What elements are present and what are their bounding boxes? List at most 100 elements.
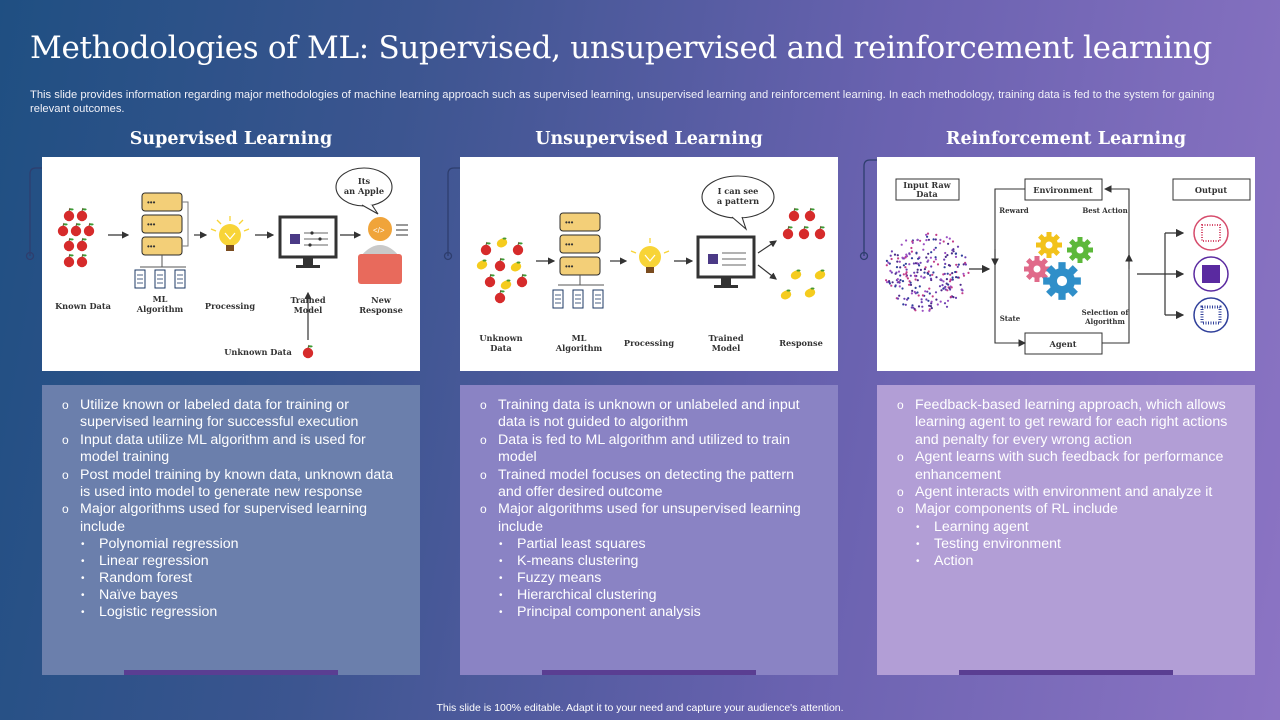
sub-bullet-item: Learning agent <box>915 519 1237 536</box>
sub-bullet-item: K-means clustering <box>498 553 820 570</box>
sub-bullet-item: Linear regression <box>80 553 402 570</box>
heading-supervised: Supervised Learning <box>129 129 333 149</box>
label-algorithm: Algorithm <box>555 343 603 353</box>
unsupervised-diagram: ••• <box>460 157 838 371</box>
bullet-item: Post model training by known data, unkno… <box>62 467 402 502</box>
bullet-item: Agent learns with such feedback for perf… <box>897 449 1237 484</box>
bullet-text: Major components of RL include <box>915 501 1118 518</box>
trained-model-monitor-icon <box>696 235 756 288</box>
bullet-item: Input data utilize ML algorithm and is u… <box>62 432 402 467</box>
unsupervised-bullets: Training data is unknown or unlabeled an… <box>480 397 820 621</box>
bubble-text-2: a pattern <box>717 196 759 206</box>
label-unknown-data: Unknown Data <box>224 347 292 357</box>
label-processing: Processing <box>205 301 255 311</box>
bubble-text-1: Its <box>358 176 371 186</box>
output-blue-icon <box>1193 297 1229 333</box>
output-pink-icon <box>1193 215 1229 251</box>
label-processing: Processing <box>624 338 674 348</box>
bullet-item: Utilize known or labeled data for traini… <box>62 397 402 432</box>
sub-bullet-item: Logistic regression <box>80 604 402 621</box>
slide-title: Methodologies of ML: Supervised, unsuper… <box>30 30 1212 66</box>
label-response: Response <box>779 338 823 348</box>
sub-bullet-list: Learning agentTesting environmentAction <box>915 519 1237 570</box>
mixed-fruit-icon <box>475 236 528 304</box>
known-data-apples-icon <box>57 207 95 268</box>
connector-line-3 <box>859 159 886 261</box>
sub-bullet-item: Hierarchical clustering <box>498 587 820 604</box>
bullet-text: Trained model focuses on detecting the p… <box>498 466 795 501</box>
bubble-text-2: an Apple <box>344 186 384 196</box>
label-new: New <box>371 295 392 305</box>
label-output: Output <box>1195 185 1228 195</box>
sub-bullet-item: Naïve bayes <box>80 587 402 604</box>
ml-algorithm-server-icon <box>134 192 189 289</box>
heading-unsupervised: Unsupervised Learning <box>535 129 763 149</box>
bubble-text-1: I can see <box>718 186 759 196</box>
speech-bubble-icon: I can see a pattern <box>701 175 775 231</box>
reinforcement-bullets: Feedback-based learning approach, which … <box>897 397 1237 570</box>
gears-icon <box>1024 232 1093 300</box>
bullet-text: Agent learns with such feedback for perf… <box>915 449 1224 483</box>
svg-text:</>: </> <box>373 226 385 235</box>
footer-note: This slide is 100% editable. Adapt it to… <box>436 702 844 714</box>
bullet-text: Post model training by known data, unkno… <box>80 466 394 501</box>
input-raw-data-box <box>895 178 960 201</box>
label-model: Model <box>294 305 323 315</box>
label-reward: Reward <box>999 206 1029 215</box>
label-state: State <box>1000 314 1021 323</box>
supervised-card: Utilize known or labeled data for traini… <box>42 385 420 675</box>
label-input-raw: Input Raw <box>903 180 951 190</box>
slide-subtitle: This slide provides information regardin… <box>30 89 1215 115</box>
label-agent: Agent <box>1048 339 1076 349</box>
label-algorithm: Algorithm <box>1084 317 1125 326</box>
bullet-item: Major algorithms used for unsupervised l… <box>480 501 820 621</box>
bullet-text: Feedback-based learning approach, which … <box>915 397 1228 448</box>
bullet-item: Major algorithms used for supervised lea… <box>62 501 402 621</box>
card-accent-bar <box>124 670 338 675</box>
bullet-text: Major algorithms used for supervised lea… <box>80 501 368 535</box>
unsupervised-card: Training data is unknown or unlabeled an… <box>460 385 838 675</box>
label-selection-of: Selection of <box>1082 308 1130 317</box>
reinforcement-card: Feedback-based learning approach, which … <box>877 385 1255 675</box>
label-data: Data <box>916 189 938 199</box>
sub-bullet-item: Testing environment <box>915 536 1237 553</box>
bullet-item: Training data is unknown or unlabeled an… <box>480 397 820 432</box>
processing-bulb-icon <box>630 238 670 273</box>
card-accent-bar <box>542 670 756 675</box>
response-apples-icon <box>782 207 826 240</box>
bullet-item: Trained model focuses on detecting the p… <box>480 467 820 502</box>
raw-data-dots-icon <box>885 232 970 312</box>
trained-model-monitor-icon <box>278 215 338 270</box>
label-environment: Environment <box>1033 185 1093 195</box>
sub-bullet-list: Partial least squaresK-means clusteringF… <box>498 536 820 621</box>
unknown-apple-icon <box>302 344 314 359</box>
label-trained: Trained <box>290 295 325 305</box>
sub-bullet-list: Polynomial regressionLinear regressionRa… <box>80 536 402 621</box>
label-ml: ML <box>572 333 587 343</box>
new-response-person-icon: </> <box>358 217 408 284</box>
bullet-item: Feedback-based learning approach, which … <box>897 397 1237 449</box>
sub-bullet-item: Principal component analysis <box>498 604 820 621</box>
sub-bullet-item: Action <box>915 553 1237 570</box>
output-purple-icon <box>1193 256 1229 292</box>
bullet-item: Major components of RL includeLearning a… <box>897 501 1237 569</box>
bullet-item: Data is fed to ML algorithm and utilized… <box>480 432 820 467</box>
label-trained: Trained <box>708 333 743 343</box>
label-best-action: Best Action <box>1082 206 1127 215</box>
supervised-bullets: Utilize known or labeled data for traini… <box>62 397 402 621</box>
label-unknown: Unknown <box>479 333 522 343</box>
output-box <box>1172 178 1251 201</box>
sub-bullet-item: Random forest <box>80 570 402 587</box>
bullet-text: Input data utilize ML algorithm and is u… <box>80 431 366 466</box>
response-lemons-icon <box>779 268 827 302</box>
label-data: Data <box>490 343 512 353</box>
card-accent-bar <box>959 670 1173 675</box>
label-response: Response <box>359 305 403 315</box>
processing-bulb-icon <box>210 215 250 252</box>
label-model: Model <box>712 343 741 353</box>
sub-bullet-item: Partial least squares <box>498 536 820 553</box>
reinforcement-diagram: Input Raw Data Environment Output Agent … <box>877 157 1255 371</box>
heading-reinforcement: Reinforcement Learning <box>945 129 1187 149</box>
label-algorithm: Algorithm <box>136 304 184 314</box>
bullet-text: Agent interacts with environment and ana… <box>915 484 1213 501</box>
